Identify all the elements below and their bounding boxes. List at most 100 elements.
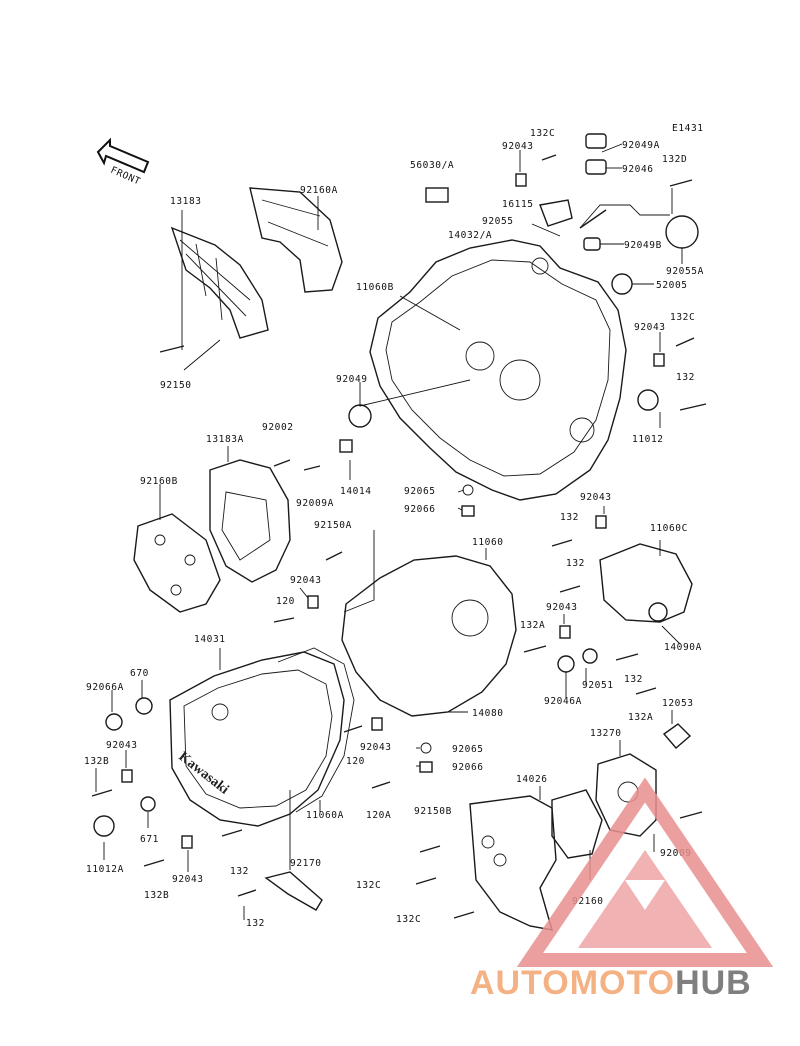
watermark-text: AUTOMOTOHUB bbox=[470, 964, 752, 1002]
label-92043-top: 92043 bbox=[502, 141, 534, 152]
pipe-92055 bbox=[579, 209, 607, 229]
label-92170: 92170 bbox=[290, 858, 322, 869]
dowel-92043-b bbox=[371, 717, 383, 731]
label-52005: 52005 bbox=[656, 280, 688, 291]
guard-92160 bbox=[551, 789, 603, 859]
watermark-text-automoto: AUTOMOTO bbox=[470, 964, 675, 1002]
sprocket-guard-92160A bbox=[249, 187, 343, 293]
bolt-132D bbox=[669, 179, 693, 187]
o-ring-92055A bbox=[665, 215, 699, 249]
label-92043-left: 92043 bbox=[290, 575, 322, 586]
label-16115: 16115 bbox=[502, 199, 534, 210]
washer-92051 bbox=[582, 648, 598, 664]
label-132-r: 132 bbox=[676, 372, 695, 383]
label-132C-a: 132C bbox=[356, 880, 381, 891]
label-92043-c: 92043 bbox=[546, 602, 578, 613]
label-120A: 120A bbox=[366, 810, 391, 821]
watermark-triangle-outer bbox=[516, 777, 774, 967]
dowel-92043-r bbox=[653, 353, 665, 367]
label-671: 671 bbox=[140, 834, 159, 845]
plug-92066-mid bbox=[461, 505, 475, 517]
front-arrow: FRONT bbox=[96, 137, 150, 188]
label-11060C: 11060C bbox=[650, 523, 688, 534]
bolt-92002 bbox=[273, 459, 291, 467]
leader-lines bbox=[95, 143, 683, 920]
gasket-11060 bbox=[341, 555, 517, 717]
bolt-132B-a bbox=[91, 789, 113, 797]
o-ring-92065-mid bbox=[462, 484, 474, 496]
label-92043-mid: 92043 bbox=[580, 492, 612, 503]
bolt-132A-b bbox=[635, 687, 657, 695]
crankcase-cover-right bbox=[369, 239, 627, 501]
plug-92066A bbox=[105, 713, 123, 731]
bearing-92046A bbox=[557, 655, 575, 673]
dowel-92043-c bbox=[559, 625, 571, 639]
label-92002: 92002 bbox=[262, 422, 294, 433]
bolt-132-r bbox=[679, 403, 707, 411]
label-92160A: 92160A bbox=[300, 185, 338, 196]
bearing-92049B bbox=[583, 237, 601, 251]
bolt-132A bbox=[523, 645, 547, 653]
bolt-92009A bbox=[303, 465, 321, 471]
plug-92066-b bbox=[419, 761, 433, 773]
bolt-120A bbox=[371, 781, 391, 789]
label-11060: 11060 bbox=[472, 537, 504, 548]
dowel-92043-top bbox=[515, 173, 527, 187]
watermark-text-hub: HUB bbox=[675, 964, 752, 1002]
label-92066-mid: 92066 bbox=[404, 504, 436, 515]
label-92051: 92051 bbox=[582, 680, 614, 691]
bearing-92049A bbox=[585, 133, 607, 149]
label-14014: 14014 bbox=[340, 486, 372, 497]
bolt-92009 bbox=[679, 811, 703, 819]
label-132-mid2: 132 bbox=[566, 558, 585, 569]
label-11012A: 11012A bbox=[86, 864, 124, 875]
bolt-92150B bbox=[419, 845, 441, 853]
label-14080: 14080 bbox=[472, 708, 504, 719]
sprocket-guard-92160B bbox=[133, 513, 221, 613]
oil-cap-16115 bbox=[539, 199, 573, 227]
o-ring-671 bbox=[140, 796, 156, 812]
label-132-c: 132 bbox=[624, 674, 643, 685]
label-92009A: 92009A bbox=[296, 498, 334, 509]
bolt-132-c bbox=[615, 653, 639, 661]
label-92009: 92009 bbox=[660, 848, 692, 859]
label-92043-r: 92043 bbox=[634, 322, 666, 333]
label-120-b: 120 bbox=[346, 756, 365, 767]
label-132B-a: 132B bbox=[84, 756, 109, 767]
label-132C-top: 132C bbox=[530, 128, 555, 139]
plug-11012 bbox=[637, 389, 659, 411]
label-92065-b: 92065 bbox=[452, 744, 484, 755]
cover-14026 bbox=[469, 795, 557, 931]
bolt-132-mid2 bbox=[559, 585, 581, 593]
label-14026: 14026 bbox=[516, 774, 548, 785]
label-132-mid: 132 bbox=[560, 512, 579, 523]
label-92066-b: 92066 bbox=[452, 762, 484, 773]
label-92055: 92055 bbox=[482, 216, 514, 227]
label-92065-mid: 92065 bbox=[404, 486, 436, 497]
oil-seal-52005 bbox=[611, 273, 633, 295]
bolt-92150A bbox=[325, 551, 343, 561]
label-92160B: 92160B bbox=[140, 476, 178, 487]
crankcase-cover-left: Kawasaki bbox=[169, 651, 345, 827]
label-92049B: 92049B bbox=[624, 240, 662, 251]
o-ring-92065-b bbox=[420, 742, 432, 754]
watermark-logo bbox=[516, 777, 774, 967]
sprocket-cover-13183 bbox=[170, 226, 269, 339]
oil-seal-92049 bbox=[348, 404, 372, 428]
dowel-92043-low bbox=[181, 835, 193, 849]
label-92055A: 92055A bbox=[666, 266, 704, 277]
label-92160: 92160 bbox=[572, 896, 604, 907]
watermark-triangle-cut bbox=[625, 880, 665, 910]
label-132-low: 132 bbox=[230, 866, 249, 877]
dowel-92043-l2 bbox=[121, 769, 133, 783]
label-92049A: 92049A bbox=[622, 140, 660, 151]
bolt-120-b bbox=[343, 725, 363, 733]
bolt-120-a bbox=[273, 617, 295, 623]
gasket-11060C bbox=[599, 543, 693, 623]
figure-code: E1431 bbox=[672, 123, 704, 134]
label-92150B: 92150B bbox=[414, 806, 452, 817]
label-670: 670 bbox=[130, 668, 149, 679]
bolt-132-low bbox=[221, 829, 243, 837]
label-11060B: 11060B bbox=[356, 282, 394, 293]
label-132-bot: 132 bbox=[246, 918, 265, 929]
